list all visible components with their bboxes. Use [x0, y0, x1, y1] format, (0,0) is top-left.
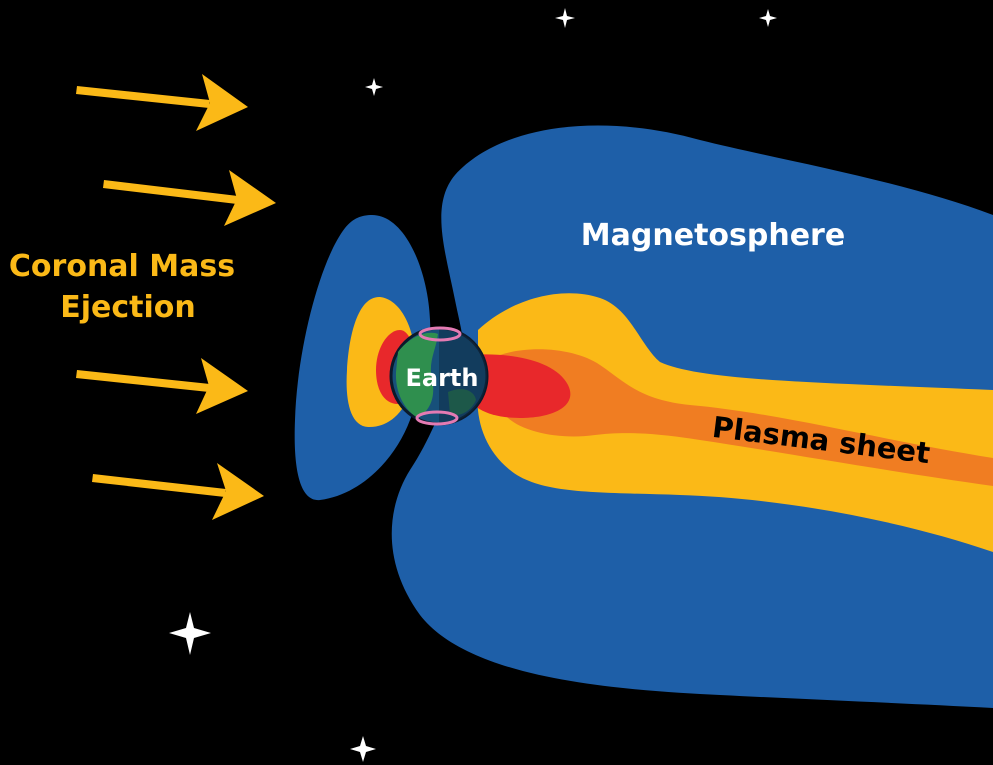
- stars: [169, 8, 777, 762]
- arrow-right-icon: [92, 463, 264, 520]
- earth-icon: [389, 326, 489, 426]
- arrow-right-icon: [76, 358, 248, 414]
- aurora-north: [418, 326, 462, 342]
- earth-label: Earth: [406, 364, 479, 392]
- star-icon: [169, 612, 211, 655]
- star-icon: [350, 736, 376, 762]
- aurora-south: [415, 410, 459, 426]
- arrow-right-icon: [76, 74, 248, 131]
- earth-land: [395, 332, 438, 418]
- solar-wind-arrows: [76, 74, 276, 520]
- cme-label-line2: Ejection: [60, 290, 196, 325]
- star-icon: [759, 9, 777, 27]
- arrow-right-icon: [103, 170, 276, 226]
- magnetosphere-label: Magnetosphere: [581, 218, 845, 253]
- earth-shadow: [439, 328, 487, 424]
- star-icon: [555, 8, 575, 28]
- plasma-sheet: [500, 349, 993, 486]
- red-core-tail: [465, 354, 571, 418]
- star-icon: [365, 78, 383, 96]
- cme-label-line1: Coronal Mass: [9, 249, 235, 284]
